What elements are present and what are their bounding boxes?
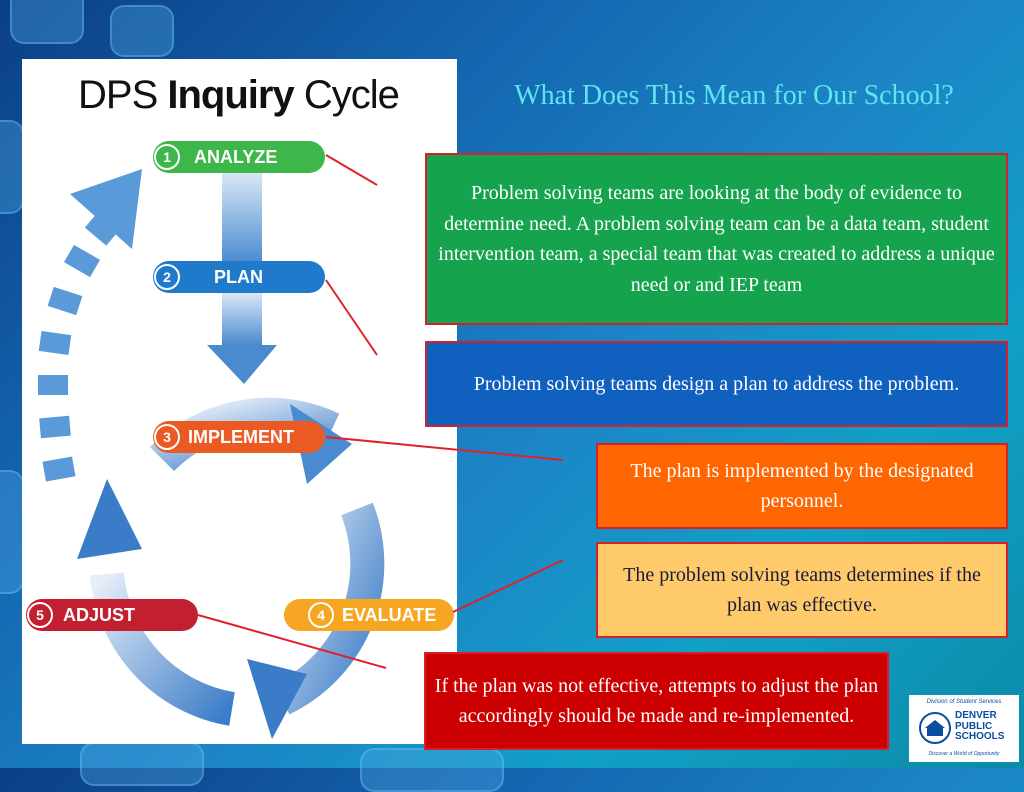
puzzle-piece-decoration [10,0,84,44]
puzzle-piece-decoration [80,742,204,786]
logo-name-line1: DENVER [955,710,997,721]
logo-name: DENVER PUBLIC SCHOOLS [955,710,1005,743]
cycle-arrowhead-evaluate [247,659,307,739]
dps-logo: Division of Student Services DENVER PUBL… [909,695,1019,762]
cycle-arrows-graphic [38,169,385,739]
evaluate-description-box: The problem solving teams determines if … [596,542,1008,638]
step-label: PLAN [214,266,263,287]
puzzle-piece-decoration [0,470,24,594]
connector-evaluate [452,559,564,613]
step-plan-pill: 2 PLAN [153,261,325,293]
down-arrow-analyze-to-plan [222,173,262,263]
logo-name-line2: PUBLIC [955,720,993,732]
logo-seal-icon [919,712,951,744]
down-arrow-plan-head [207,345,277,384]
step-number: 4 [308,602,334,628]
cycle-arc-left [90,572,236,726]
slide-heading: What Does This Mean for Our School? [514,80,954,111]
step-label: ADJUST [63,604,136,625]
plan-description-box: Problem solving teams design a plan to a… [425,341,1008,427]
step-adjust-pill: 5 ADJUST [26,599,198,631]
dashed-return-arc [38,169,142,482]
puzzle-piece-decoration [0,120,24,214]
step-label: ANALYZE [194,146,278,167]
logo-tagline: Discover a World of Opportunity [928,751,1000,757]
step-number: 2 [154,264,180,290]
logo-name-line3: SCHOOLS [955,731,1005,742]
diagram-title-bold: Inquiry [167,73,294,117]
adjust-description-box: If the plan was not effective, attempts … [424,652,889,750]
cycle-arrowhead-adjust [77,479,142,559]
step-number: 5 [27,602,53,628]
step-implement-pill: 3 IMPLEMENT [153,421,325,453]
step-analyze-pill: 1 ANALYZE [153,141,325,173]
logo-division-text: Division of Student Services [926,699,1002,705]
implement-description-box: The plan is implemented by the designate… [596,443,1008,529]
down-arrow-plan-shaft [222,293,262,345]
diagram-title-prefix: DPS [78,73,158,117]
step-number: 3 [154,424,180,450]
analyze-description-box: Problem solving teams are looking at the… [425,153,1008,325]
step-evaluate-pill: 4 EVALUATE [284,599,454,631]
inquiry-cycle-diagram: DPS Inquiry Cycle 1 ANALYZE 2 PLAN 3 IMP… [22,59,457,744]
step-label: IMPLEMENT [188,426,294,447]
puzzle-piece-decoration [360,748,504,792]
diagram-title: DPS Inquiry Cycle [78,73,400,118]
diagram-title-suffix: Cycle [303,73,400,117]
step-number: 1 [154,144,180,170]
puzzle-piece-decoration [110,5,174,57]
step-label: EVALUATE [342,604,437,625]
